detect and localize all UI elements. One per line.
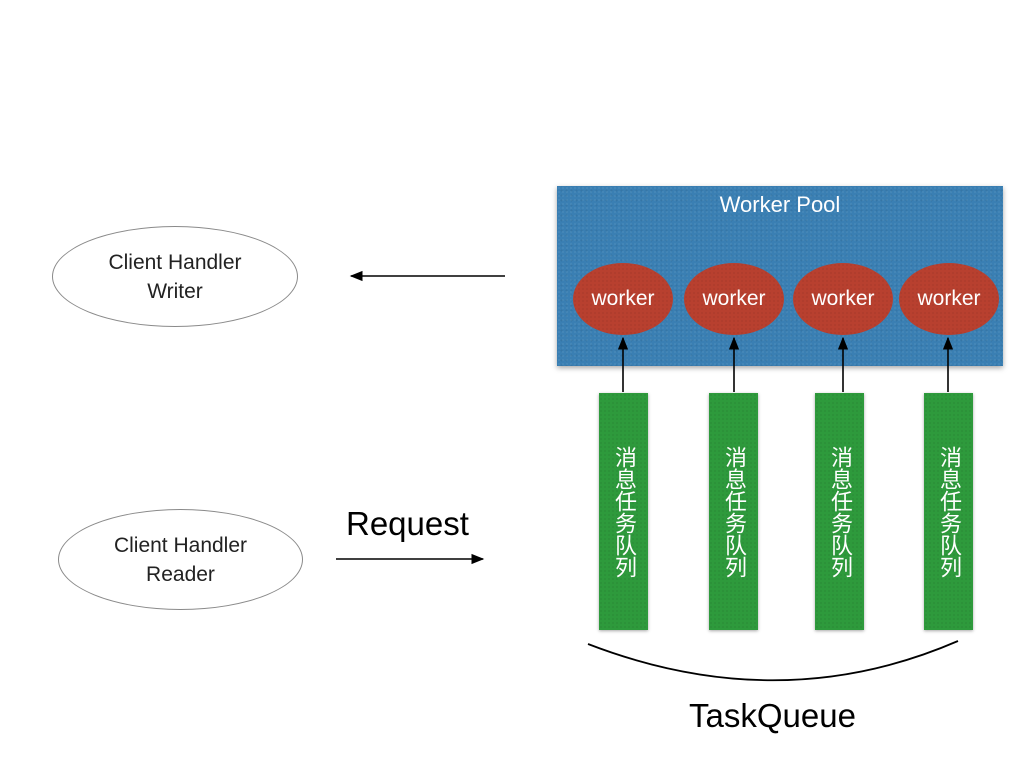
worker-node: worker — [684, 263, 784, 335]
task-queue: 消息任务队列 — [709, 393, 758, 630]
worker-label: worker — [591, 287, 655, 310]
task-queue: 消息任务队列 — [924, 393, 973, 630]
task-queue: 消息任务队列 — [815, 393, 864, 630]
task-queue-label: 消息任务队列 — [827, 445, 852, 578]
worker-label: worker — [811, 287, 875, 310]
worker-label: worker — [917, 287, 981, 310]
task-queue-label: 消息任务队列 — [936, 445, 961, 578]
task-queue-label: 消息任务队列 — [721, 445, 746, 578]
task-queue-label: 消息任务队列 — [611, 445, 636, 578]
worker-node: worker — [899, 263, 999, 335]
client-handler-writer-label: Client Handler Writer — [108, 250, 242, 303]
worker-pool-title: Worker Pool — [719, 192, 841, 217]
client-handler-writer: Client Handler Writer — [52, 226, 298, 327]
taskqueue-brace — [587, 640, 959, 682]
worker-node: worker — [573, 263, 673, 335]
worker-label: worker — [702, 287, 766, 310]
task-queue: 消息任务队列 — [599, 393, 648, 630]
client-handler-reader: Client Handler Reader — [58, 509, 303, 610]
client-handler-reader-label: Client Handler Reader — [113, 533, 248, 586]
worker-node: worker — [793, 263, 893, 335]
request-label: Request — [346, 505, 469, 542]
taskqueue-label: TaskQueue — [689, 697, 856, 734]
